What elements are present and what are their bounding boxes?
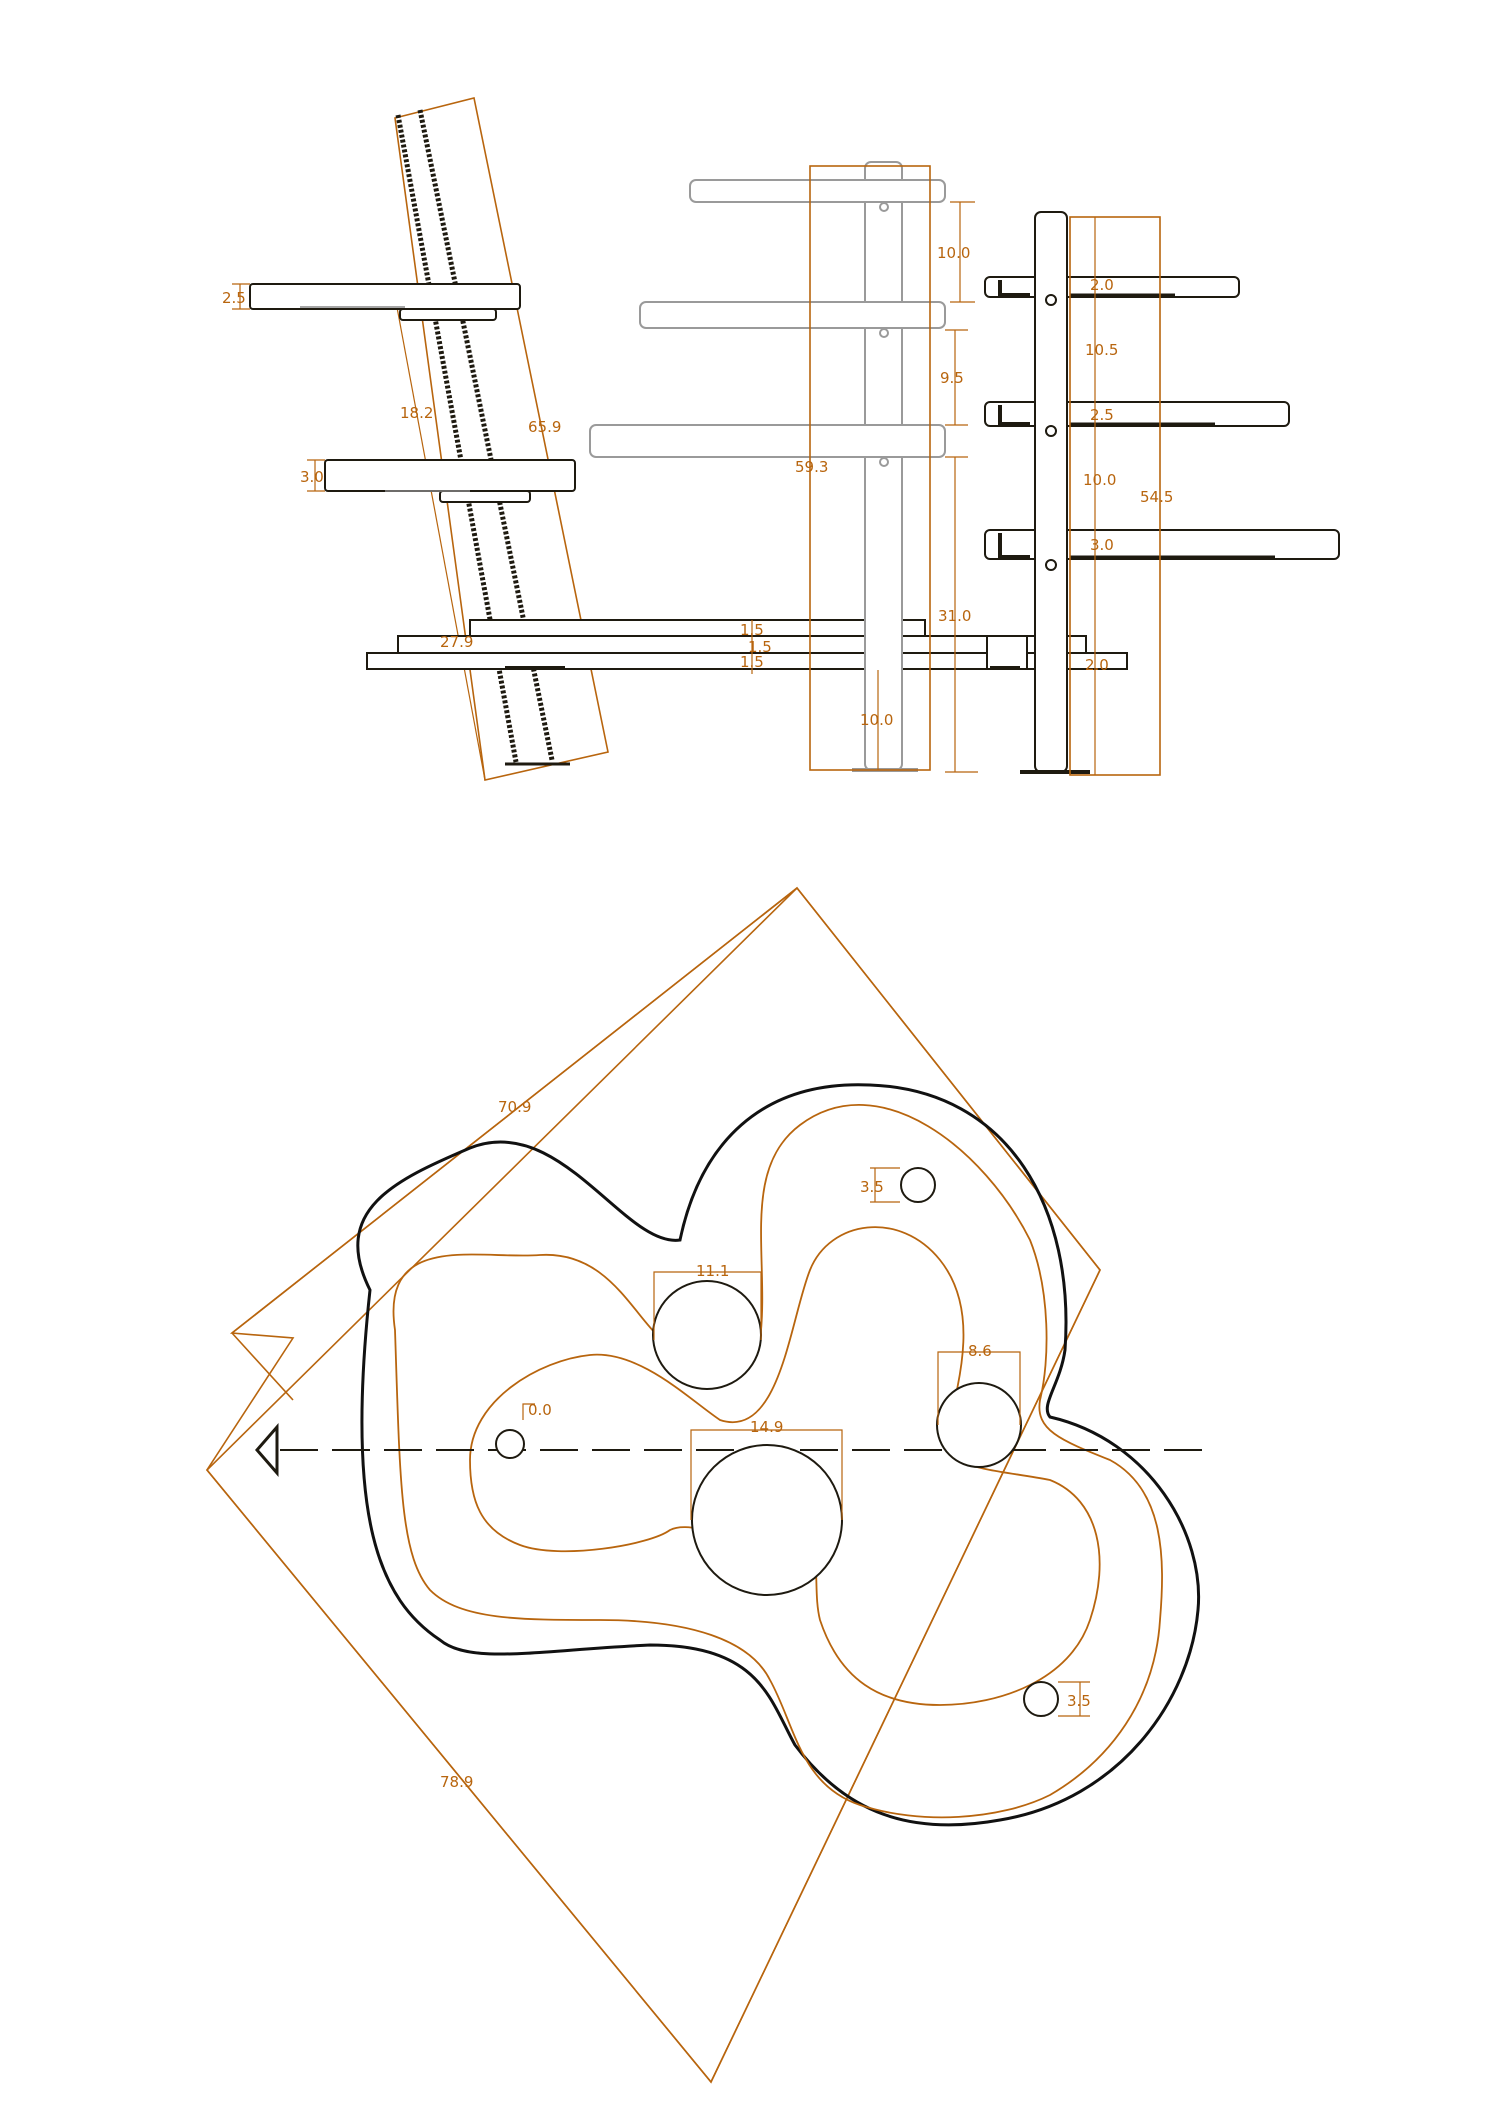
hole-upper-right bbox=[900, 1167, 936, 1203]
dim-right-gap-2: 10.0 bbox=[1083, 471, 1116, 489]
dim-bottom-board: 27.9 bbox=[440, 633, 473, 651]
dim-left-shelf-top: 2.5 bbox=[222, 289, 246, 307]
dim-center-foot: 10.0 bbox=[860, 711, 893, 729]
elevation-view: 2.5 3.0 18.2 65.9 1.5 1.5 1.5 27.9 59.3 bbox=[222, 97, 1340, 781]
post-upper bbox=[652, 1280, 762, 1390]
dim-center-gap-mid: 9.5 bbox=[940, 369, 964, 387]
center-chain-dimension bbox=[945, 201, 978, 773]
hole-lower-right bbox=[1023, 1681, 1059, 1717]
hole-origin bbox=[495, 1429, 525, 1459]
left-shelf-top bbox=[249, 283, 521, 310]
dim-plan-width: 70.9 bbox=[498, 1098, 531, 1116]
dim-post-upper: 11.1 bbox=[696, 1262, 729, 1280]
lean-bounding-box bbox=[394, 97, 609, 781]
dim-center-gap-top: 10.0 bbox=[937, 244, 970, 262]
dim-post-center: 14.9 bbox=[750, 1418, 783, 1436]
dim-lean-short-span: 18.2 bbox=[400, 404, 433, 422]
dim-right-height: 54.5 bbox=[1140, 488, 1173, 506]
plan-view: 70.9 78.9 11.1 8.6 14.9 3.5 3.5 0.0 bbox=[205, 886, 1215, 2084]
plank-joint-right bbox=[986, 635, 1028, 670]
plank-3 bbox=[366, 652, 1128, 670]
right-shelf-unit bbox=[984, 211, 1340, 774]
lean-inner-dim-line bbox=[395, 301, 486, 781]
dim-hole-upper-right: 3.5 bbox=[860, 1178, 884, 1196]
dim-post-right: 8.6 bbox=[968, 1342, 992, 1360]
plan-outer-contour bbox=[356, 1083, 1201, 1827]
dim-left-shelf-lower: 3.0 bbox=[300, 468, 324, 486]
plan-bounding-box bbox=[206, 886, 1101, 2084]
left-shelf-lower-bracket bbox=[439, 490, 531, 503]
dim-right-shelf-1: 2.0 bbox=[1090, 276, 1114, 294]
post-center bbox=[691, 1444, 843, 1596]
dim-plank-1: 1.5 bbox=[740, 621, 764, 639]
dim-right-shelf-3: 3.0 bbox=[1090, 536, 1114, 554]
post-right bbox=[936, 1382, 1022, 1468]
dim-plan-length: 78.9 bbox=[440, 1773, 473, 1791]
dim-origin: 0.0 bbox=[528, 1401, 552, 1419]
left-shelf-top-bracket bbox=[399, 308, 497, 321]
plank-bracket-right bbox=[990, 666, 1020, 670]
dim-center-height: 59.3 bbox=[795, 458, 828, 476]
dim-plank-2: 1.5 bbox=[748, 638, 772, 656]
dim-center-gap-low: 31.0 bbox=[938, 607, 971, 625]
section-arrow-icon bbox=[255, 1422, 279, 1478]
dim-right-base: 2.0 bbox=[1085, 656, 1109, 674]
plank-bracket-left bbox=[505, 666, 565, 670]
dim-lean-long-span: 65.9 bbox=[528, 418, 561, 436]
center-bounding-box bbox=[809, 165, 931, 771]
dim-hole-lower-right: 3.5 bbox=[1067, 1692, 1091, 1710]
left-shelf-lower bbox=[324, 459, 576, 492]
right-bounding-box bbox=[1069, 216, 1161, 776]
dim-right-shelf-2: 2.5 bbox=[1090, 406, 1114, 424]
center-shelf-unit bbox=[589, 161, 946, 772]
dim-plank-3: 1.5 bbox=[740, 653, 764, 671]
dim-right-gap-1: 10.5 bbox=[1085, 341, 1118, 359]
